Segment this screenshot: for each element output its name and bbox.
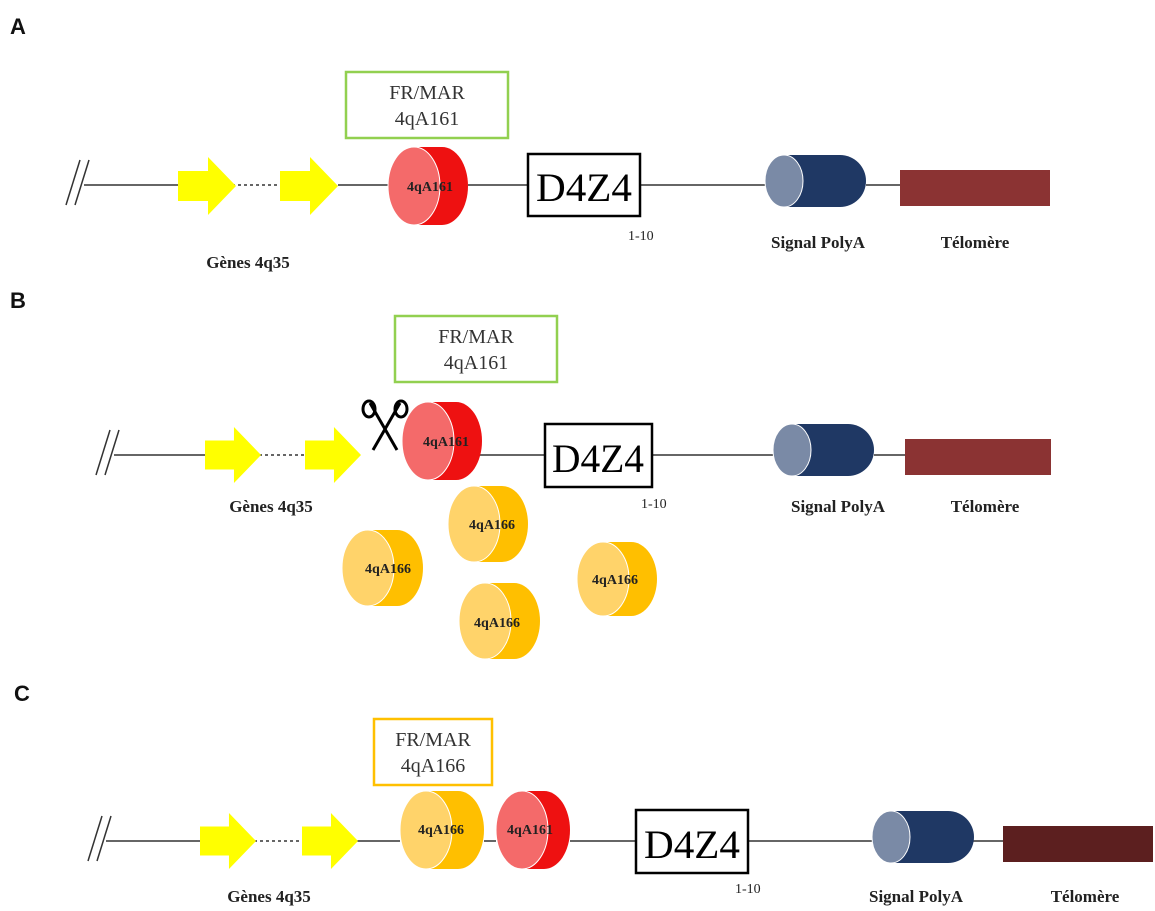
frmar-label-line2: 4qA161 [395,108,459,130]
d4z4-label: D4Z4 [536,165,632,210]
cylinder-label: 4qA161 [507,823,553,838]
frmar-label-line1: FR/MAR [389,82,465,104]
free-cylinder-4qa166: 4qA166 [447,485,528,563]
cylinder-label: 4qA166 [592,573,638,588]
gene-arrow-icon [178,157,236,215]
cylinder-4qa161: 4qA161 [387,146,468,226]
cylinder-label: 4qA161 [423,435,469,450]
frmar-box-a: FR/MAR 4qA161 [344,70,510,140]
gene-arrow-icon [302,813,358,869]
repeat-range: 1-10 [641,497,667,512]
frmar-box-c: FR/MAR 4qA166 [372,717,494,787]
telomere-label: Télomère [951,497,1020,516]
frmar-label-line1: FR/MAR [438,326,514,348]
genes-label: Gènes 4q35 [206,253,290,272]
polya-label: Signal PolyA [791,497,886,516]
telomere-bar [900,170,1050,206]
frmar-label-line2: 4qA166 [401,755,465,777]
telomere-label: Télomère [941,233,1010,252]
telomere-label: Télomère [1051,887,1120,906]
chromosome-line-c [87,815,1003,862]
gene-arrow-icon [305,427,361,483]
frmar-label-line1: FR/MAR [395,729,471,751]
repeat-range: 1-10 [628,229,654,244]
gene-arrow-icon [205,427,261,483]
polya-cylinder [772,423,874,477]
free-cylinder-4qa166: 4qA166 [576,541,657,617]
panel-letter-a: A [10,14,26,39]
cylinder-label: 4qA166 [474,616,520,631]
telomere-bar [905,439,1051,475]
panel-letter-c: C [14,681,30,706]
d4z4-box-b: D4Z4 [543,422,654,489]
cylinder-label: 4qA166 [469,518,515,533]
scissors-icon [361,399,409,451]
gene-arrow-icon [280,157,338,215]
panel-a: A FR/MAR 4qA161 4qA161 [10,14,1050,272]
cylinder-label: 4qA166 [418,823,464,838]
free-cylinder-4qa166: 4qA166 [341,529,423,607]
free-cylinder-4qa166: 4qA166 [458,582,540,660]
chromosome-line-a [65,159,900,206]
panel-letter-b: B [10,288,26,313]
panel-c: C FR/MAR 4qA166 4qA166 [14,681,1153,906]
genes-label: Gènes 4q35 [227,887,311,906]
polya-label: Signal PolyA [771,233,866,252]
gene-arrow-icon [200,813,256,869]
cylinder-4qa161: 4qA161 [401,401,482,481]
polya-cylinder [764,154,866,208]
panel-b: B FR/MAR 4qA161 [10,288,1051,660]
repeat-range: 1-10 [735,882,761,897]
frmar-label-line2: 4qA161 [444,352,508,374]
frmar-box-b: FR/MAR 4qA161 [393,314,559,384]
genes-label: Gènes 4q35 [229,497,313,516]
telomere-bar [1003,826,1153,862]
polya-cylinder [871,810,974,864]
chromosome-line-b [95,429,905,476]
polya-label: Signal PolyA [869,887,964,906]
d4z4-box-a: D4Z4 [526,152,642,218]
d4z4-box-c: D4Z4 [634,808,750,875]
cylinder-4qa166: 4qA166 [399,790,484,870]
cylinder-label: 4qA161 [407,180,453,195]
cylinder-4qa161: 4qA161 [495,790,570,870]
d4z4-label: D4Z4 [644,822,740,867]
d4z4-label: D4Z4 [552,436,644,481]
cylinder-label: 4qA166 [365,562,411,577]
